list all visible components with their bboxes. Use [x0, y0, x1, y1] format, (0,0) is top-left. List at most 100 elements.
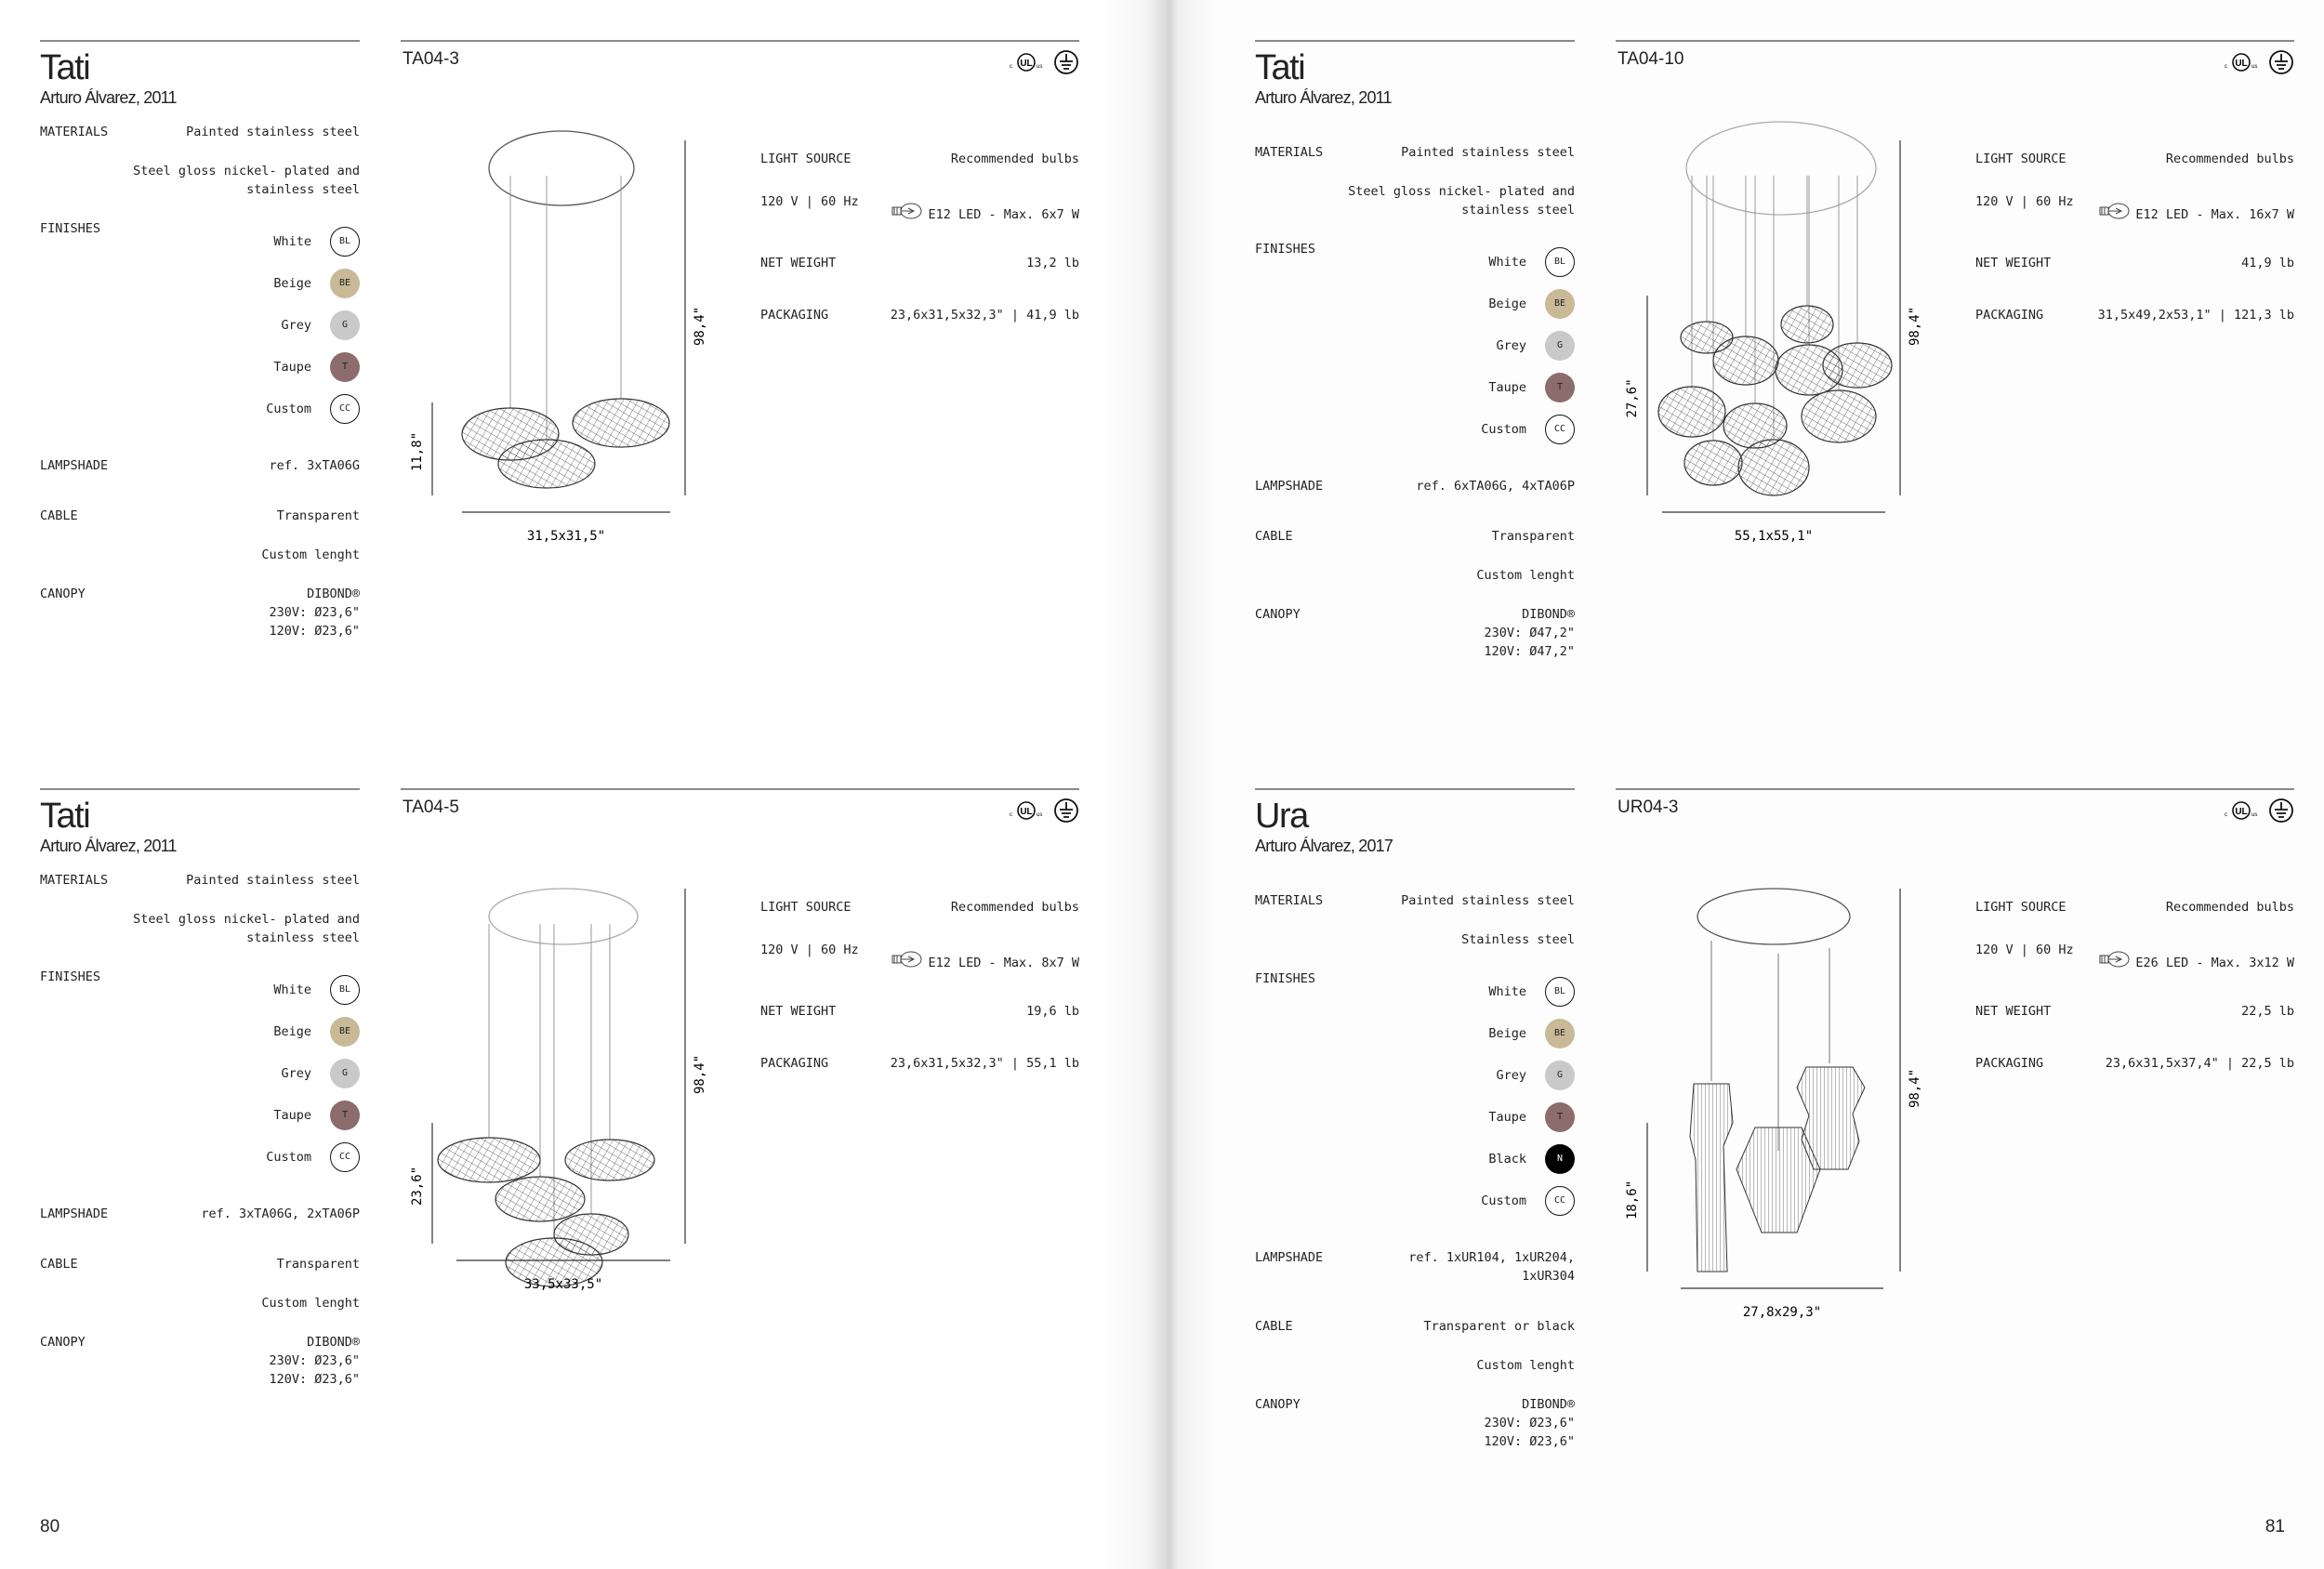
spec-value: Steel gloss nickel- plated and stainless…: [1348, 184, 1575, 218]
lamp-technical-drawing: 98,4"18,6"27,8x29,3": [1625, 888, 1922, 1320]
spec-value: Recommended bulbs: [950, 152, 1079, 166]
spec-label: CABLE: [40, 1257, 78, 1272]
net-weight-row: NET WEIGHT 13,2 lb: [760, 237, 1079, 289]
designer-year: Arturo Álvarez, 2011: [1255, 88, 1393, 107]
svg-text:UL: UL: [2235, 59, 2247, 69]
svg-text:UL: UL: [2235, 807, 2247, 817]
bulb-label: E26 LED - Max. 3x12 W: [2135, 956, 2294, 970]
finish-swatch-icon: G: [1545, 1061, 1575, 1090]
finish-name: Black: [1488, 1152, 1526, 1167]
finish-name: Taupe: [1488, 1110, 1526, 1125]
left-page: 80: [40, 1517, 60, 1536]
spec-label: LAMPSHADE: [1255, 479, 1324, 494]
divider: [1616, 40, 2294, 42]
lamp-technical-drawing: 98,4"11,8"31,5x31,5": [410, 130, 707, 544]
spec-label: LIGHT SOURCE: [1975, 152, 2067, 166]
cable-row: Custom lenght: [40, 1294, 360, 1312]
spec-value: DIBOND® 230V: Ø23,6" 120V: Ø23,6": [1484, 1397, 1575, 1449]
bulb-spec: E26 LED - Max. 3x12 W: [2097, 948, 2294, 970]
light-bulb-icon: [2099, 203, 2130, 219]
spec-value: 23,6x31,5x37,4" | 22,5 lb: [2105, 1056, 2294, 1071]
lampshade-drawing: [1775, 344, 1843, 396]
spec-label: NET WEIGHT: [760, 256, 837, 270]
finish-name: Custom: [266, 402, 311, 416]
shade-height-label: 23,6": [410, 1167, 425, 1206]
finish-name: White: [1488, 984, 1526, 999]
spec-value: 13,2 lb: [1026, 256, 1079, 270]
technical-specs: LIGHT SOURCE Recommended bulbs 120 V | 60 …: [760, 133, 1079, 341]
cable-row: CABLE Transparent: [40, 507, 360, 525]
page-number: 81: [2265, 1517, 2285, 1536]
width-label: 33,5x33,5": [524, 1277, 602, 1292]
finish-swatch-icon: CC: [1545, 415, 1575, 444]
materials-row: Steel gloss nickel- plated and stainless…: [1255, 182, 1575, 219]
finish-swatch-icon: T: [330, 1101, 360, 1130]
spec-label: PACKAGING: [1975, 308, 2044, 323]
product-code: TA04-5: [403, 798, 459, 817]
bulb-spec: E12 LED - Max. 6x7 W: [890, 200, 1079, 222]
spec-label: LAMPSHADE: [40, 458, 109, 473]
spec-label: LIGHT SOURCE: [760, 152, 852, 166]
light-bulb-icon: [891, 951, 922, 968]
finish-swatch-icon: CC: [330, 1142, 360, 1172]
spec-value: Transparent: [276, 508, 360, 523]
spec-value: Steel gloss nickel- plated and stainless…: [133, 912, 360, 945]
materials-row: Steel gloss nickel- plated and stainless…: [40, 910, 360, 947]
spec-label: CANOPY: [1255, 607, 1301, 622]
svg-text:us: us: [1037, 812, 1042, 818]
divider: [40, 40, 360, 42]
divider: [1255, 788, 1575, 790]
width-label: 55,1x55,1": [1735, 529, 1813, 544]
spec-label: LIGHT SOURCE: [760, 900, 852, 915]
bulb-spec: E12 LED - Max. 16x7 W: [2097, 200, 2294, 222]
spec-label: CABLE: [40, 508, 78, 523]
finish-name: White: [273, 234, 311, 249]
light-bulb-icon: [891, 203, 922, 219]
spec-value: Painted stainless steel: [186, 125, 360, 139]
spec-value: Painted stainless steel: [1401, 893, 1575, 908]
finish-name: Taupe: [273, 360, 311, 375]
finish-swatch-icon: BE: [1545, 289, 1575, 319]
product-title: Tati: [1255, 48, 1306, 87]
light-bulb-icon: [2099, 951, 2130, 968]
finish-swatch-icon: T: [1545, 1102, 1575, 1132]
divider: [1616, 788, 2294, 790]
spec-label: NET WEIGHT: [1975, 1004, 2052, 1019]
product-code: TA04-3: [403, 49, 459, 69]
canopy-drawing: [488, 888, 639, 945]
spec-value: Stainless steel: [1461, 932, 1575, 947]
cable-row: Custom lenght: [1255, 1356, 1575, 1375]
spec-value: 23,6x31,5x32,3" | 55,1 lb: [890, 1056, 1079, 1071]
finish-name: Beige: [1488, 1026, 1526, 1041]
shade-height-label: 18,6": [1625, 1180, 1640, 1220]
ground-icon: [2269, 50, 2293, 74]
spec-value: 19,6 lb: [1026, 1004, 1079, 1019]
spec-value: 23,6x31,5x32,3" | 41,9 lb: [890, 308, 1079, 323]
width-label: 31,5x31,5": [527, 529, 605, 544]
finish-swatch-icon: T: [1545, 373, 1575, 402]
lampshade-drawing: [505, 1237, 603, 1287]
